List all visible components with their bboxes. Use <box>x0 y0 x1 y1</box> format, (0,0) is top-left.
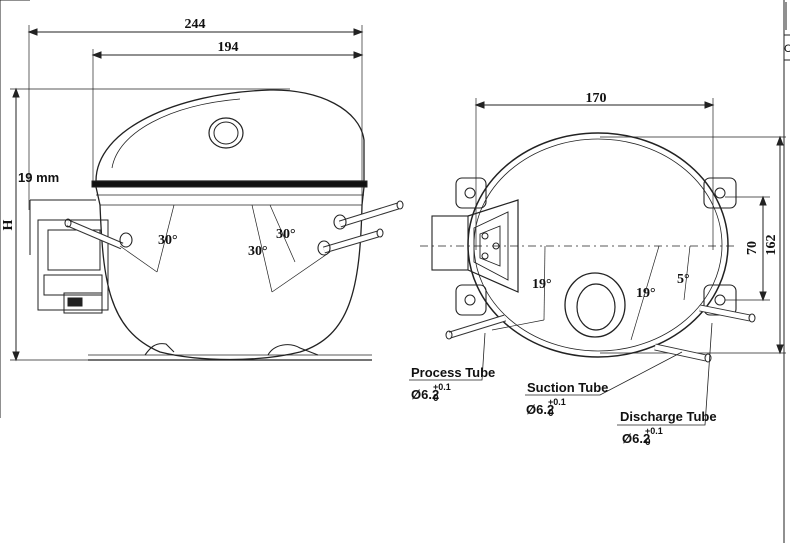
angle-label-suction: 19° <box>636 286 656 301</box>
suction-tube-diameter: Ø6.2 <box>526 402 554 417</box>
top-view <box>409 98 786 426</box>
angle-label-right: 30° <box>276 227 296 242</box>
angle-label-left: 30° <box>158 233 178 248</box>
process-tube-diameter: Ø6.2 <box>411 387 439 402</box>
lower-shell <box>95 186 365 361</box>
discharge-tube-tol-upper: +0.1 <box>645 426 663 436</box>
dim-label-h: H <box>1 219 16 230</box>
top-port <box>208 117 244 149</box>
process-tube-label: Process Tube <box>411 365 495 380</box>
dome-cover <box>95 89 365 182</box>
dim-label-170: 170 <box>586 91 607 106</box>
suction-tube-label: Suction Tube <box>527 380 608 395</box>
suction-tube-tol-lower: 0 <box>548 408 554 419</box>
shell-outline <box>467 132 729 358</box>
discharge-tube-tol-lower: 0 <box>645 437 651 448</box>
angle-label-process: 19° <box>532 277 552 292</box>
process-tube-tol-lower: 0 <box>433 393 439 404</box>
suction-port <box>564 272 626 338</box>
dim-label-70: 70 <box>745 241 760 255</box>
process-tube-tol-upper: +0.1 <box>433 382 451 392</box>
terminal-box <box>37 219 109 311</box>
angle-label-discharge: 5° <box>677 272 690 287</box>
suction-tube-tol-upper: +0.1 <box>548 397 566 407</box>
angle-label-mid: 30° <box>248 244 268 259</box>
weld-band <box>91 180 368 188</box>
height-offset-note: 19 mm <box>18 170 59 185</box>
discharge-tube-label: Discharge Tube <box>620 409 717 424</box>
edge-marker: C <box>784 43 790 55</box>
discharge-tube-diameter: Ø6.2 <box>622 431 650 446</box>
dim-label-244: 244 <box>185 17 206 32</box>
dim-label-194: 194 <box>218 40 239 55</box>
side-view <box>10 25 404 362</box>
dim-label-162: 162 <box>764 235 779 256</box>
terminal-fitting <box>431 215 469 271</box>
